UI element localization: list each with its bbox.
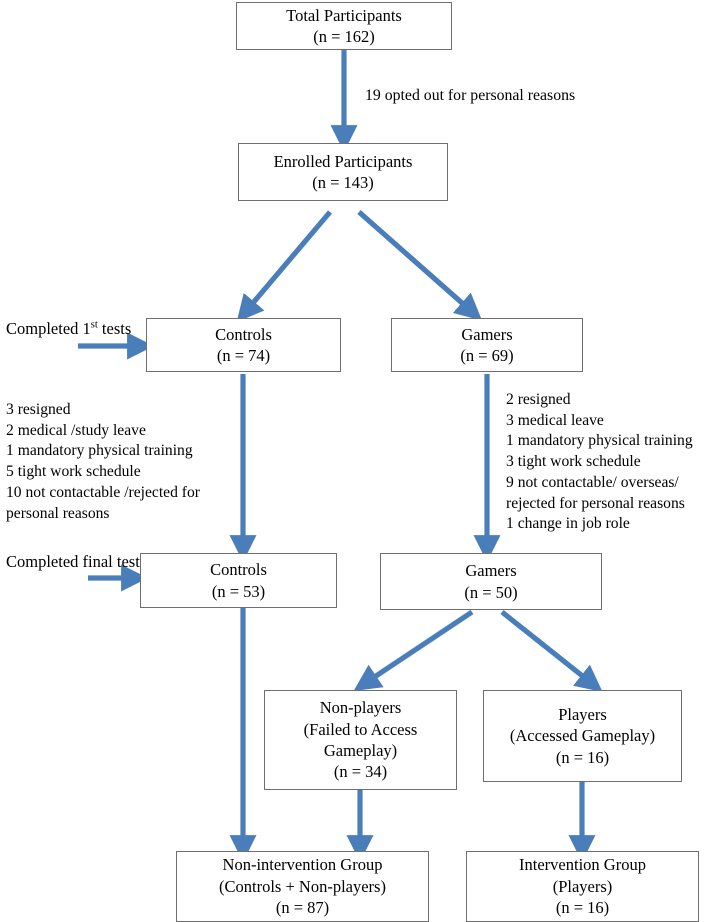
node-intervention-group-sub1: (Players)	[552, 876, 613, 896]
node-gamers-final-label: Gamers	[465, 561, 517, 581]
node-gamers-first[interactable]: Gamers (n = 69)	[391, 318, 583, 372]
label-first-tests-ordinal-suffix: st	[90, 319, 98, 331]
label-first-tests-word: tests	[97, 319, 132, 338]
arrow-enrolled-to-gamers	[357, 210, 483, 321]
label-first-tests-numeral: 1	[82, 319, 91, 338]
dropout-list-controls: 3 resigned 2 medical /study leave 1 mand…	[6, 400, 200, 524]
node-controls-final[interactable]: Controls (n = 53)	[140, 553, 337, 608]
node-players[interactable]: Players (Accessed Gameplay) (n = 16)	[483, 690, 682, 782]
dropout-gamers-line-3: 1 mandatory physical training	[506, 432, 693, 450]
node-non-players-count: (n = 34)	[333, 762, 388, 782]
node-non-players-sub2: Gameplay)	[323, 741, 398, 760]
node-non-players[interactable]: Non-players (Failed to Access Gameplay) …	[264, 690, 457, 790]
node-controls-first-count: (n = 74)	[216, 346, 271, 365]
node-enrolled-participants-label: Enrolled Participants	[273, 151, 413, 171]
node-total-participants[interactable]: Total Participants (n = 162)	[236, 2, 452, 50]
node-controls-final-label: Controls	[210, 560, 267, 580]
dropout-gamers-line-1: 2 resigned	[506, 391, 571, 408]
node-enrolled-participants[interactable]: Enrolled Participants (n = 143)	[238, 143, 448, 201]
dropout-controls-line-4: 5 tight work schedule	[6, 463, 141, 481]
arrow-gamers50-to-nonplayers	[353, 609, 474, 691]
node-non-players-sub1: (Failed to Access	[303, 719, 418, 739]
label-completed-final-tests-line1: Completed	[6, 552, 79, 571]
node-players-sub1: (Accessed Gameplay)	[509, 726, 656, 746]
node-total-participants-label: Total Participants	[286, 5, 402, 25]
dropout-controls-line-6: personal reasons	[6, 504, 110, 522]
node-gamers-final-count: (n = 50)	[464, 582, 518, 602]
arrow-enrolled-to-controls	[236, 210, 332, 323]
arrow-gamers50-to-players	[500, 609, 603, 693]
node-controls-first-label: Controls	[215, 324, 272, 344]
label-completed-first-tests-line1: Completed	[6, 319, 79, 338]
node-gamers-first-count: (n = 69)	[460, 346, 514, 365]
node-non-intervention-group-label: Non-intervention Group	[222, 855, 383, 875]
node-gamers-first-label: Gamers	[461, 324, 513, 344]
node-non-intervention-group[interactable]: Non-intervention Group (Controls + Non-p…	[176, 851, 429, 922]
node-enrolled-participants-count: (n = 143)	[312, 173, 374, 192]
dropout-gamers-line-4: 3 tight work schedule	[506, 453, 641, 471]
label-completed-final-tests: Completed final tests	[6, 551, 146, 572]
node-players-count: (n = 16)	[555, 747, 610, 767]
dropout-controls-line-1: 3 resigned	[6, 401, 71, 418]
dropout-list-gamers: 2 resigned 3 medical leave 1 mandatory p…	[506, 390, 693, 535]
dropout-controls-line-5: 10 not contactable /rejected for	[6, 483, 200, 501]
dropout-gamers-line-2: 3 medical leave	[506, 411, 604, 429]
node-intervention-group-label: Intervention Group	[519, 855, 646, 875]
node-controls-final-count: (n = 53)	[211, 581, 266, 601]
node-total-participants-count: (n = 162)	[313, 27, 375, 46]
dropout-gamers-line-5: 9 not contactable/ overseas/	[506, 473, 679, 491]
node-gamers-final[interactable]: Gamers (n = 50)	[380, 553, 602, 610]
label-completed-first-tests-line2: 1st tests	[83, 319, 132, 338]
node-intervention-group[interactable]: Intervention Group (Players) (n = 16)	[466, 851, 699, 922]
dropout-gamers-line-7: 1 change in job role	[506, 515, 630, 533]
dropout-controls-line-3: 1 mandatory physical training	[6, 442, 193, 460]
edge-caption-opted-out: 19 opted out for personal reasons	[365, 87, 576, 104]
dropout-gamers-line-6: rejected for personal reasons	[506, 494, 685, 512]
node-non-intervention-group-count: (n = 87)	[275, 898, 330, 918]
label-completed-final-tests-line2: final tests	[82, 552, 147, 571]
node-players-label: Players	[558, 704, 607, 724]
label-completed-first-tests: Completed 1st tests	[6, 318, 131, 339]
node-intervention-group-count: (n = 16)	[555, 898, 610, 918]
dropout-controls-line-2: 2 medical /study leave	[6, 421, 146, 439]
node-controls-first[interactable]: Controls (n = 74)	[146, 318, 341, 372]
node-non-players-label: Non-players	[319, 698, 402, 718]
node-non-intervention-group-sub1: (Controls + Non-players)	[219, 876, 386, 896]
